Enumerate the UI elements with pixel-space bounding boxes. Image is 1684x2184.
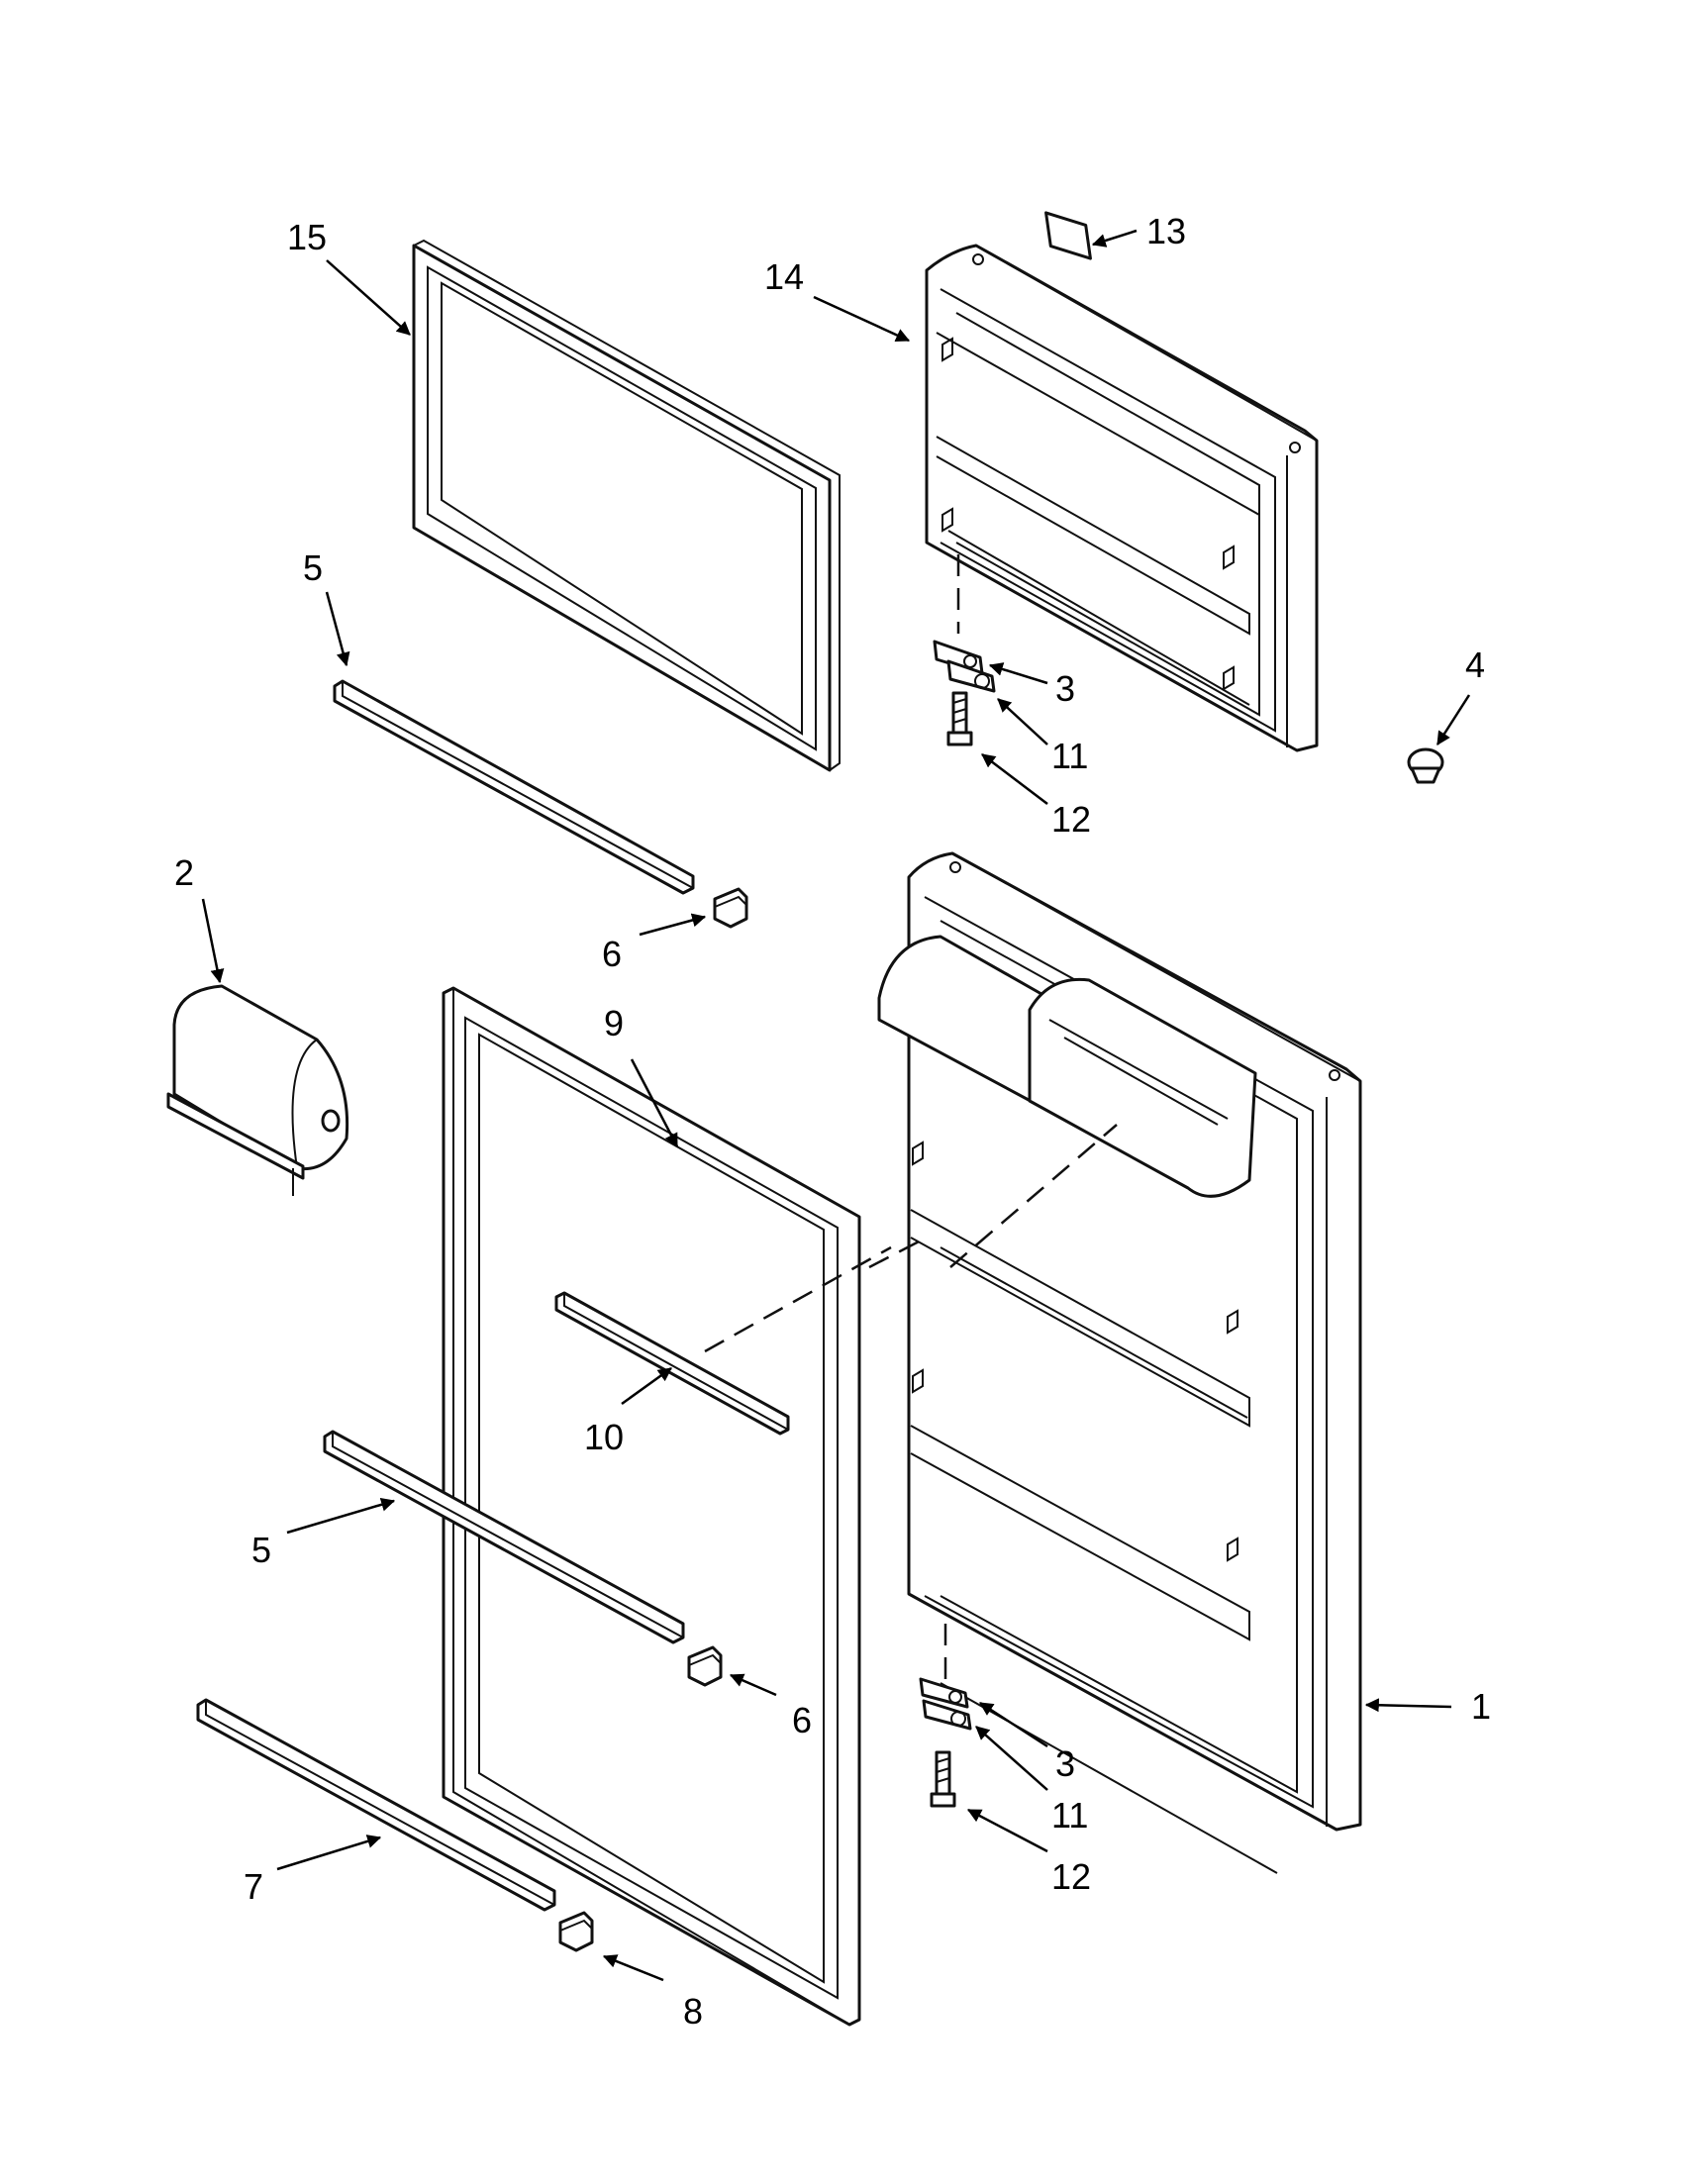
callout-8: 8 (683, 1991, 703, 2032)
bottom-door-rail (196, 1698, 556, 1912)
leader-9 (630, 1058, 679, 1148)
leader-5a (325, 591, 350, 667)
bottom-rail-end-cap (558, 1911, 594, 1952)
leader-10 (621, 1366, 672, 1406)
callout-10: 10 (584, 1417, 624, 1457)
leader-15 (326, 259, 411, 336)
callout-9: 9 (604, 1003, 624, 1043)
fresh-food-door-gasket (442, 986, 861, 2027)
callout-3a: 3 (1055, 668, 1075, 709)
lower-hinge-assembly (919, 1624, 972, 1808)
leader-4 (1436, 694, 1471, 745)
leader-7 (276, 1835, 382, 1871)
leader-14 (813, 295, 911, 343)
callout-11a: 11 (1051, 736, 1088, 776)
freezer-door-gasket (412, 239, 841, 772)
callout-6b: 6 (792, 1700, 812, 1740)
callout-labels: 15 14 13 5 3 11 12 4 2 6 9 10 5 6 1 3 11… (174, 211, 1491, 2032)
fresh-food-rail-end-cap (687, 1645, 723, 1687)
dairy-door-bin (166, 984, 349, 1196)
freezer-rail-end-cap (713, 887, 748, 929)
label-plate (1044, 211, 1092, 260)
callout-15: 15 (287, 217, 327, 257)
leader-12b (966, 1808, 1048, 1853)
callout-14: 14 (764, 256, 804, 297)
leader-11a (997, 698, 1048, 745)
plug-button (1407, 747, 1444, 784)
callout-4: 4 (1465, 645, 1485, 685)
freezer-door (925, 244, 1319, 752)
callout-5a: 5 (303, 547, 323, 588)
fresh-food-door-rail (323, 1430, 685, 1644)
leader-13 (1091, 229, 1138, 248)
callout-12a: 12 (1051, 799, 1091, 840)
leader-8 (602, 1954, 664, 1982)
leader-11b (975, 1726, 1048, 1791)
freezer-door-rail (333, 679, 695, 895)
callout-2: 2 (174, 852, 194, 893)
callout-12b: 12 (1051, 1856, 1091, 1897)
callout-6a: 6 (602, 934, 622, 974)
callout-11b: 11 (1051, 1795, 1088, 1836)
leader-lines (201, 229, 1471, 1982)
leader-6a (639, 913, 707, 937)
leader-5b (286, 1497, 396, 1535)
leader-3b (979, 1701, 1048, 1748)
callout-13: 13 (1146, 211, 1186, 251)
fresh-food-small-rail (554, 1245, 892, 1436)
leader-3a (988, 662, 1048, 685)
leader-6b (729, 1673, 777, 1697)
fresh-food-door (868, 851, 1362, 1874)
leader-2 (201, 898, 225, 984)
leader-1 (1364, 1698, 1452, 1713)
upper-hinge-assembly (933, 554, 996, 746)
leader-12a (981, 753, 1048, 805)
callout-5b: 5 (251, 1530, 271, 1570)
callout-1: 1 (1471, 1686, 1491, 1727)
callout-3b: 3 (1055, 1743, 1075, 1784)
callout-7: 7 (244, 1866, 263, 1907)
